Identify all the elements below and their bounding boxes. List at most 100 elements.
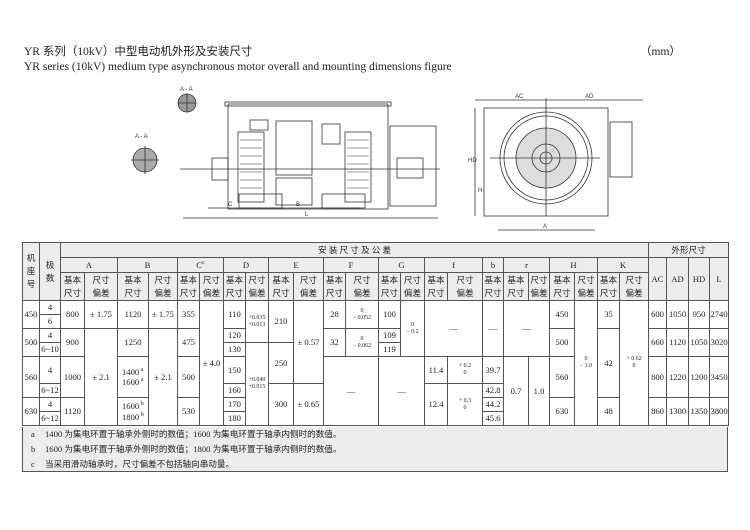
basic-size-label: 基本尺寸 [63, 274, 82, 298]
outline-group-header: 外形尺寸 [648, 242, 730, 258]
footnote-key: a [31, 429, 35, 439]
tolerance-value: +0.040 [248, 377, 266, 384]
title-english: YR series (10kV) medium type asynchronou… [24, 61, 452, 73]
tolerance-value: 0 [463, 404, 467, 411]
basic-size-label: 基本尺寸 [599, 274, 618, 298]
dim-header-D: D [223, 257, 269, 273]
tolerance-header: 尺寸偏差 [293, 272, 324, 301]
dim-header-label: B [144, 259, 151, 270]
table-cell: 630 [549, 397, 575, 426]
dim-header-G: G [378, 257, 425, 273]
tolerance-label: 尺寸偏差 [625, 274, 643, 298]
dim-header-label: F [348, 259, 354, 270]
table-cell: 6 [39, 314, 61, 329]
table-cell: 1.0 [528, 356, 550, 426]
tolerance-value: +0.035 [248, 314, 266, 321]
table-cell: 500 [549, 328, 575, 357]
tolerance-value: 0 [463, 370, 467, 376]
basic-size-label: 基本尺寸 [124, 274, 142, 298]
dim-header-label: f [452, 259, 455, 270]
tolerance-header: 尺寸偏差 [447, 272, 483, 301]
table-cell: 100 [378, 300, 401, 329]
table-cell: 860 [648, 397, 668, 426]
dim-header-label: b [490, 259, 496, 270]
table-cell: ± 1.75 [148, 300, 178, 329]
dim-header-C: Cc [177, 257, 224, 273]
basic-size-header: 基本尺寸 [378, 272, 401, 301]
table-cell: 630 [22, 397, 40, 426]
tolerance-value: 0 [632, 363, 636, 369]
poles-header-label: 极数 [45, 259, 55, 283]
table-cell: 560 [549, 356, 575, 398]
tolerance-value: − 1.0 [579, 363, 593, 369]
frame-header-label: 机座号 [26, 253, 36, 289]
tolerance-label: 尺寸偏差 [530, 274, 548, 298]
table-cell: 109 [378, 328, 401, 343]
dim-header-label: A [85, 259, 93, 270]
tolerance-label: 尺寸偏差 [577, 274, 595, 298]
basic-size-header: 基本尺寸 [177, 272, 200, 301]
table-cell: 2740 [709, 300, 730, 329]
table-cell: 4 [39, 397, 61, 412]
table-cell: — [503, 300, 550, 357]
table-cell: 44.2 [482, 397, 504, 412]
table-cell: 180 [223, 411, 246, 426]
tolerance-value: +0.013 [248, 321, 266, 328]
dim-label-C: C [228, 202, 233, 208]
table-cell: ± 0.57 [293, 300, 324, 384]
tolerance-value: 0 [360, 307, 364, 314]
table-cell: 560 [22, 356, 40, 398]
table-cell: 110 [223, 300, 246, 329]
tolerance-label: 尺寸偏差 [403, 274, 422, 298]
table-cell: 4 [39, 328, 61, 343]
dim-label-L: L [305, 212, 309, 218]
table-cell: 1350 [688, 397, 711, 426]
section-label-2: A - A [135, 134, 148, 140]
basic-size-header: 基本尺寸 [482, 272, 504, 301]
table-cell: 1000 [60, 356, 85, 398]
dim-label-HD: HD [468, 158, 477, 164]
tolerance-header: 尺寸偏差 [528, 272, 550, 301]
install-group-header: 安 装 尺 寸 及 公 差 [59, 242, 650, 258]
basic-size-label: 基本尺寸 [427, 274, 445, 298]
dim-label-AC: AC [515, 94, 524, 100]
outline-header-AD: AD [666, 257, 690, 301]
basic-size-header: 基本尺寸 [424, 272, 448, 301]
poles-header: 极数 [39, 242, 61, 301]
unit-label: （mm） [640, 46, 681, 58]
table-cell: 210 [268, 300, 294, 343]
section-view-top: A - A [177, 87, 197, 113]
basic-size-label: 基本尺寸 [325, 274, 344, 298]
table-cell: +0.040+0.015 [245, 342, 269, 426]
dim-header-r: r [503, 257, 550, 273]
tolerance-label: 尺寸偏差 [202, 274, 221, 298]
table-cell: 170 [223, 397, 246, 412]
dim-header-f: f [424, 257, 483, 273]
table-cell: 130 [223, 342, 246, 357]
table-cell: 6~12 [39, 411, 61, 426]
table-cell: 475 [177, 328, 200, 357]
table-cell: 3450 [709, 356, 730, 398]
table-cell: 950 [688, 300, 711, 329]
dim-header-label: G [398, 259, 405, 270]
basic-size-header: 基本尺寸 [268, 272, 294, 301]
basic-size-label: 基本尺寸 [380, 274, 399, 298]
table-cell: +0.035+0.013 [245, 300, 269, 343]
dim-header-K: K [596, 257, 650, 273]
tolerance-value: 0 [360, 335, 364, 342]
table-cell: 1120 [60, 397, 85, 426]
tolerance-header: 尺寸偏差 [84, 272, 118, 301]
dim-header-label: E [293, 259, 299, 270]
table-cell: 4 [39, 300, 61, 315]
table-cell: 160 [223, 383, 246, 398]
table-cell: 1120 [117, 300, 149, 329]
dim-header-label: D [242, 259, 250, 270]
table-cell: 48 [597, 397, 620, 426]
